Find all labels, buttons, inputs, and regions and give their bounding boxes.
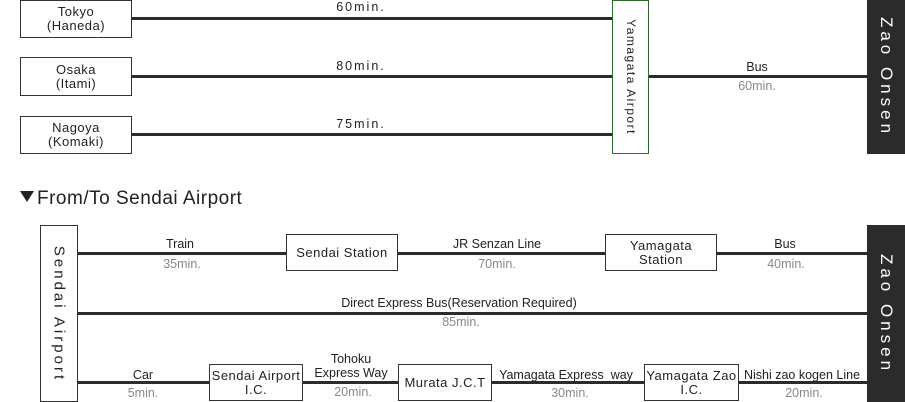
origin-osaka-box: Osaka (Itami) [20, 57, 132, 96]
route3-car-time: 5min. [127, 386, 159, 400]
yamagata-airport-label: Yamagata Airport [623, 19, 638, 135]
origin-tokyo-name: Tokyo [57, 4, 95, 19]
route1-train-time: 35min. [163, 257, 201, 271]
sendai-airport-ic-box: Sendai Airport I.C. [209, 364, 303, 401]
section-title-sendai: From/To Sendai Airport [20, 188, 242, 210]
route3-car-label: Car [132, 368, 154, 382]
route3-tohoku-line1: Tohoku [330, 352, 372, 366]
top-bus-time: 60min. [738, 79, 776, 93]
origin-nagoya-name: Nagoya [52, 120, 100, 135]
yamagata-airport-box: Yamagata Airport [612, 0, 649, 154]
route1-line [77, 252, 867, 255]
triangle-down-icon [20, 191, 34, 202]
sendai-airport-ic-line2: I.C. [244, 381, 268, 397]
route-line-osaka [131, 75, 612, 78]
origin-osaka-airport: (Itami) [55, 75, 97, 91]
route2-time: 85min. [442, 315, 480, 329]
yamagata-station-box: Yamagata Station [605, 234, 717, 271]
route2-line [77, 312, 867, 315]
route3-tohoku-line2: Express Way [314, 366, 388, 380]
yamagata-zao-ic-line2: I.C. [680, 381, 703, 397]
sendai-station-label: Sendai Station [296, 244, 388, 260]
origin-tokyo-box: Tokyo (Haneda) [20, 0, 132, 38]
route3-yamagata-exp-time: 30min. [551, 386, 589, 400]
zao-onsen-top-label: Zao Onsen [877, 16, 896, 138]
murata-jct-box: Murata J.C.T [398, 364, 492, 401]
route2-label: Direct Express Bus(Reservation Required) [341, 296, 577, 310]
origin-nagoya-box: Nagoya (Komaki) [20, 116, 132, 154]
duration-nagoya: 75min. [336, 117, 386, 131]
origin-osaka-name: Osaka [55, 61, 97, 77]
zao-onsen-bottom-label: Zao Onsen [877, 253, 896, 374]
route1-line-label: JR Senzan Line [452, 237, 542, 251]
route-line-tokyo [131, 17, 612, 20]
yamagata-station-label: Yamagata Station [629, 237, 693, 267]
yamagata-zao-ic-line1: Yamagata Zao [646, 367, 737, 383]
route-line-nagoya [131, 133, 612, 136]
origin-tokyo-airport: (Haneda) [46, 18, 106, 33]
duration-osaka: 80min. [336, 59, 386, 73]
route3-nishizao-label: Nishi zao kogen Line [743, 368, 861, 382]
top-bus-label: Bus [746, 60, 768, 74]
duration-tokyo: 60min. [336, 0, 386, 14]
sendai-airport-label: Sendai Airport [50, 245, 68, 382]
zao-onsen-top-box: Zao Onsen [867, 0, 905, 154]
route3-tohoku-time: 20min. [334, 385, 372, 399]
route1-bus-time: 40min. [767, 257, 805, 271]
sendai-airport-ic-line1: Sendai Airport [211, 367, 301, 383]
section-title-text: From/To Sendai Airport [37, 188, 243, 209]
origin-nagoya-airport: (Komaki) [47, 134, 104, 149]
route1-line-time: 70min. [478, 257, 516, 271]
route1-bus-label: Bus [774, 237, 796, 251]
route3-yamagata-exp-label: Yamagata Express way [499, 368, 633, 382]
sendai-airport-box: Sendai Airport [40, 225, 78, 402]
route1-train-label: Train [165, 237, 195, 251]
route3-nishizao-time: 20min. [785, 386, 823, 400]
sendai-station-box: Sendai Station [286, 234, 398, 271]
zao-onsen-bottom-box: Zao Onsen [867, 225, 905, 402]
route-line-bus-top [648, 75, 867, 78]
murata-jct-label: Murata J.C.T [404, 374, 486, 390]
yamagata-zao-ic-box: Yamagata Zao I.C. [644, 364, 739, 401]
